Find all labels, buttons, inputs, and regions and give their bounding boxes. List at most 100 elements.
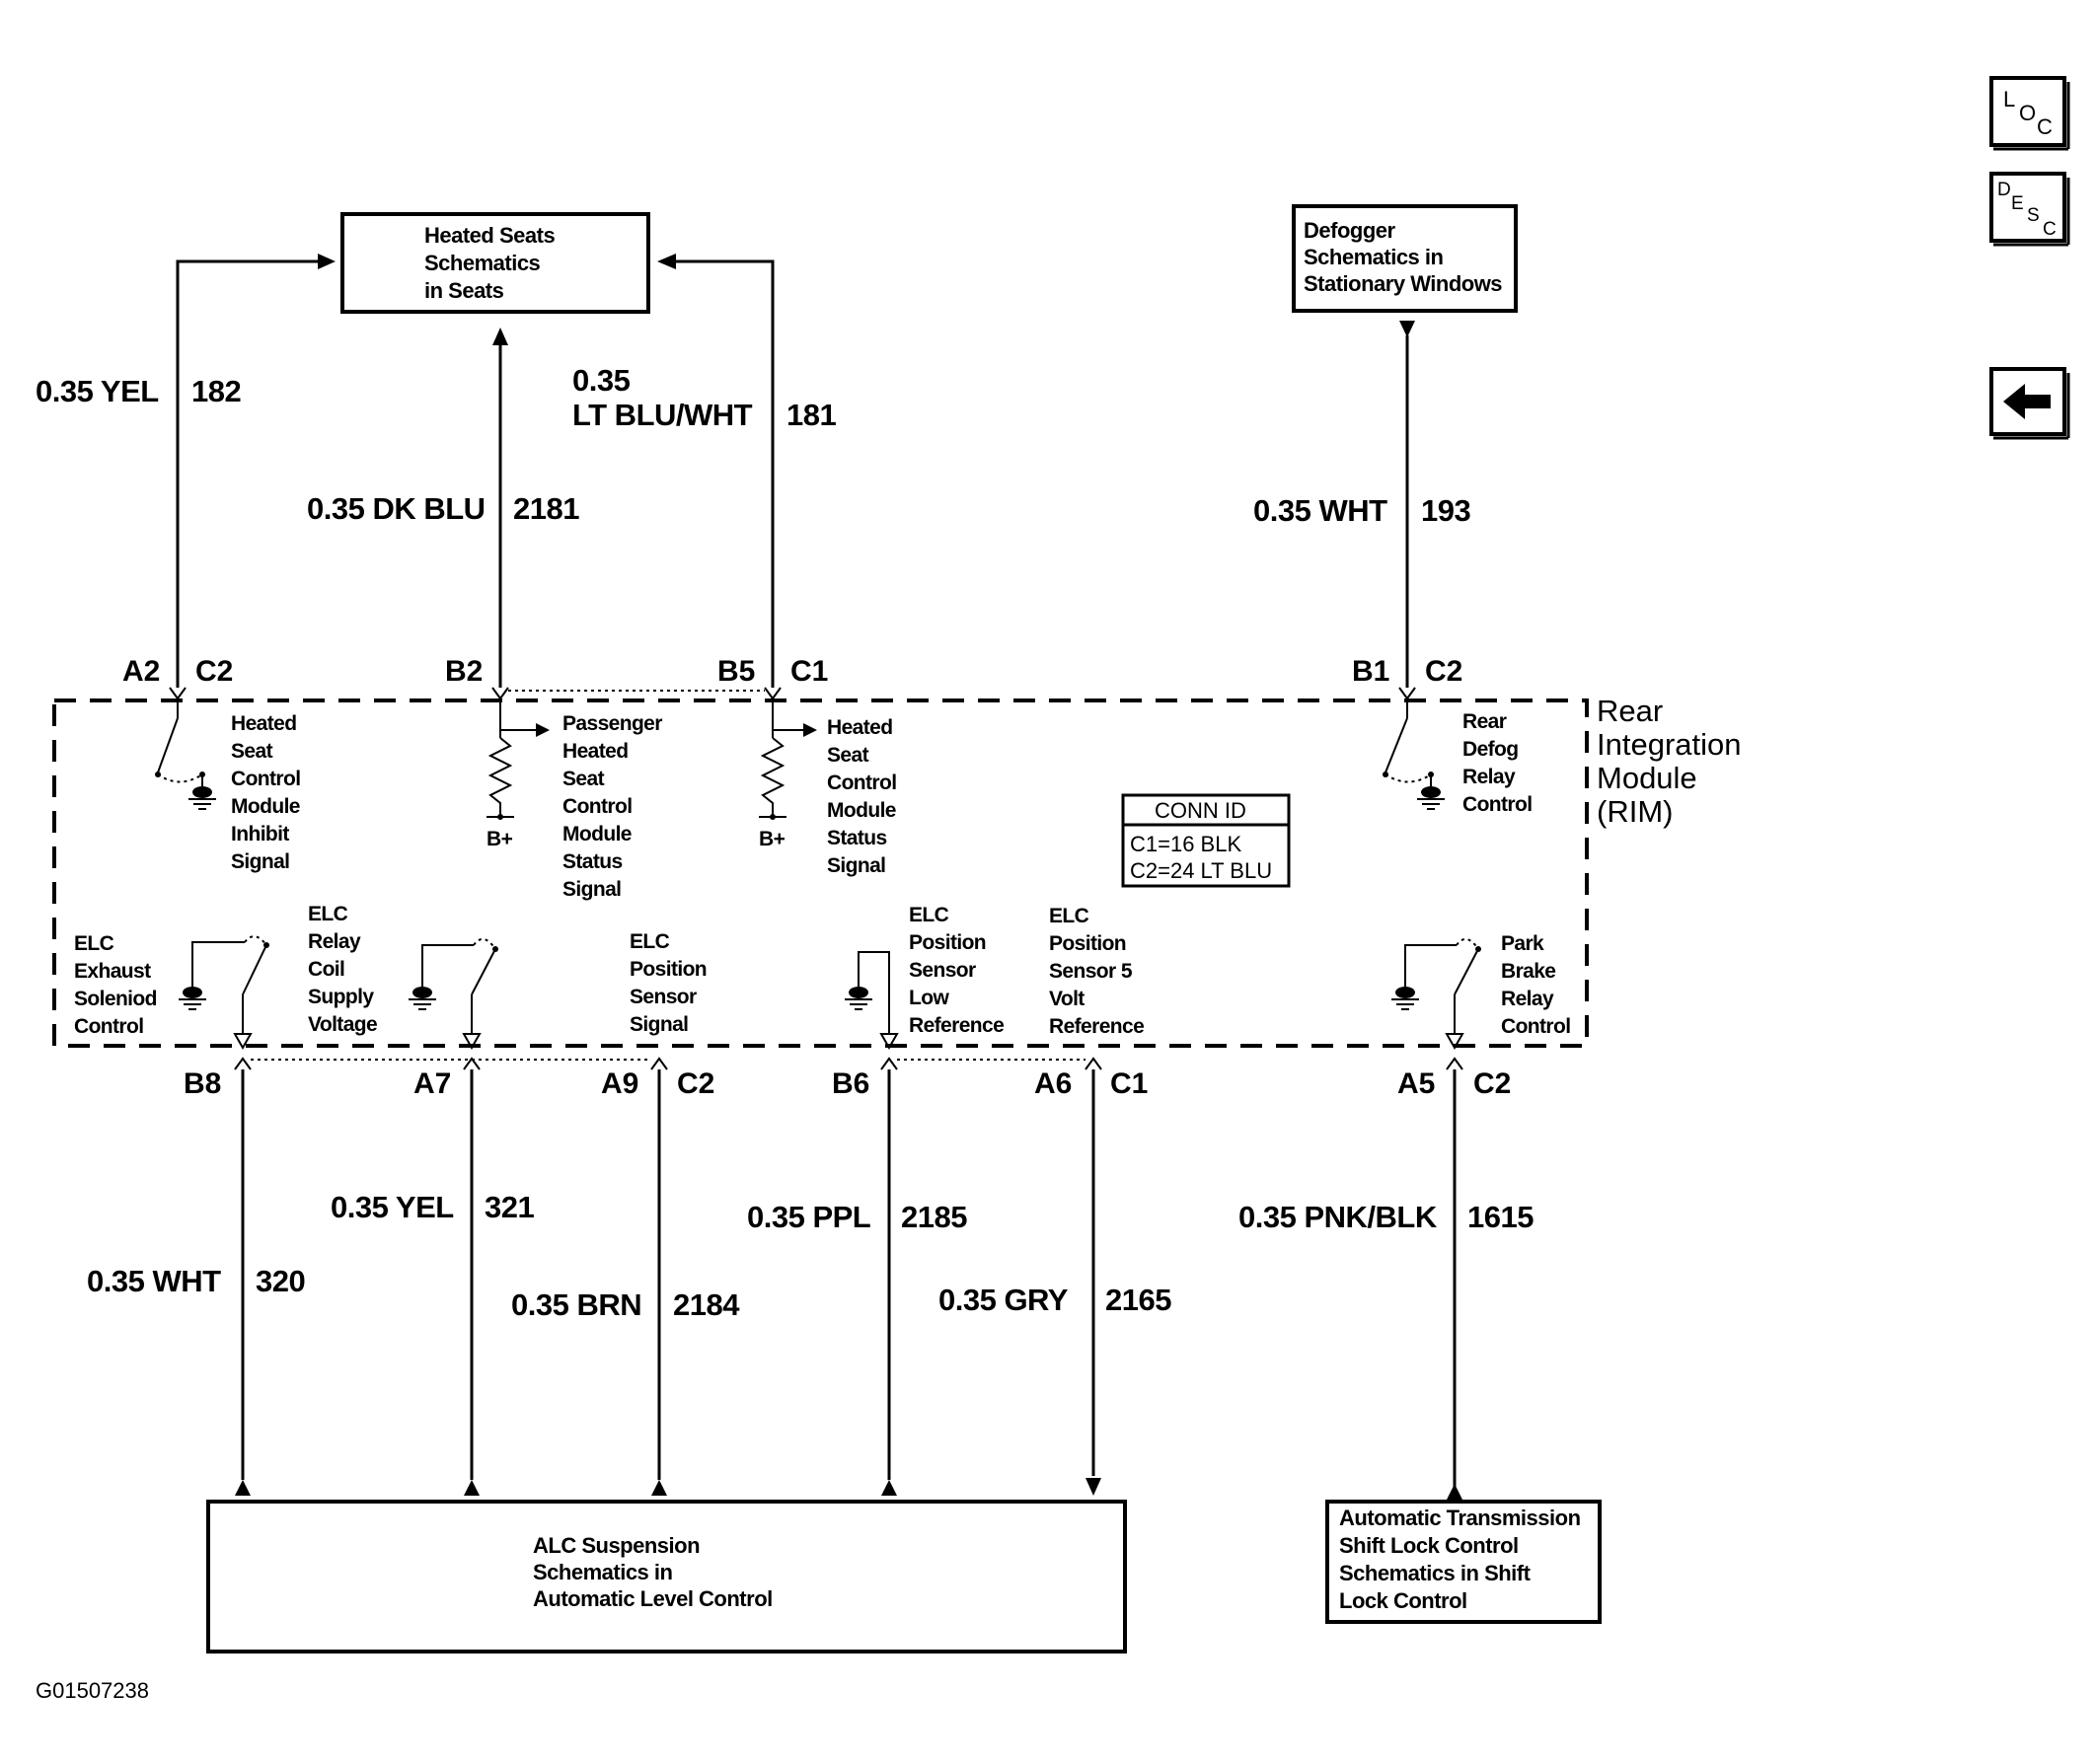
bottom-pin-labels: B8 A7 A9 C2 B6 A6 C1 A5 C2 [184, 1067, 1511, 1100]
loc-letter: L [2003, 87, 2015, 111]
func-line: ELC [909, 904, 949, 926]
desc-button[interactable]: D E S C [1989, 172, 2070, 247]
alc-suspension-schematics-box: ALC Suspension Schematics in Automatic L… [206, 1500, 1127, 1654]
func-line: Heated [827, 716, 892, 739]
pin-label: A9 [601, 1067, 638, 1100]
func-line: Heated [562, 740, 628, 763]
passenger-status-label: Passenger Heated Seat Control Module Sta… [562, 712, 663, 901]
box-line: Stationary Windows [1304, 271, 1502, 296]
wire-color-label: 0.35 YEL [331, 1190, 454, 1224]
wire-182: 0.35 YEL 182 [36, 254, 336, 688]
connector-label: C2 [1425, 655, 1462, 688]
func-line: Seat [562, 768, 605, 790]
func-line: Supply [308, 986, 374, 1008]
box-line: Shift Lock Control [1339, 1533, 1519, 1558]
loc-letter: C [2037, 114, 2053, 139]
func-line: Control [1462, 793, 1532, 816]
func-line: Sensor [630, 986, 697, 1008]
bottom-internal-arrows [233, 1033, 1464, 1051]
rear-defog-switch [1383, 700, 1446, 810]
elc-relay-label: ELC Relay Coil Supply Voltage [308, 903, 378, 1036]
desc-letter: C [2043, 219, 2057, 240]
box-line: Heated Seats [424, 223, 555, 248]
func-line: Module [231, 795, 300, 818]
pin-label: B8 [184, 1067, 221, 1100]
wire-1615: 0.35 PNK/BLK 1615 [1238, 1069, 1535, 1500]
wire-2165: 0.35 GRY 2165 [938, 1069, 1172, 1496]
elc-relay-switch [408, 938, 498, 1033]
box-line: Automatic Transmission [1339, 1506, 1581, 1530]
func-line: Volt [1049, 988, 1085, 1010]
elc-position-signal-label: ELC Position Sensor Signal [630, 930, 708, 1036]
module-name-line: Module [1597, 761, 1697, 795]
func-line: ELC [1049, 905, 1089, 927]
func-line: Exhaust [74, 960, 151, 983]
func-line: Signal [630, 1013, 688, 1036]
func-line: Status [562, 850, 623, 873]
module-name-line: Rear [1597, 694, 1663, 728]
box-line: Schematics in Shift [1339, 1561, 1532, 1585]
func-line: Seat [231, 740, 273, 763]
box-line: Schematics in [1304, 245, 1444, 269]
func-line: Rear [1462, 710, 1507, 733]
back-button[interactable] [1989, 367, 2070, 440]
desc-letter: D [1997, 180, 2011, 200]
func-line: Signal [827, 854, 885, 877]
wire-color-label: 0.35 DK BLU [307, 491, 486, 526]
wire-2184: 0.35 BRN 2184 [511, 1069, 741, 1496]
func-line: Position [630, 958, 707, 981]
wire-color-label: 0.35 WHT [1253, 493, 1387, 528]
box-line: Schematics [424, 251, 541, 275]
wire-321: 0.35 YEL 321 [331, 1069, 535, 1496]
func-line: Status [827, 827, 887, 849]
connector-label: C1 [1110, 1067, 1148, 1100]
func-line: ELC [74, 932, 114, 955]
func-line: Control [827, 772, 896, 794]
func-line: Relay [1462, 766, 1516, 788]
box-line: Defogger [1304, 218, 1396, 243]
func-line: Signal [562, 878, 621, 901]
wire-181: 0.35 LT BLU/WHT 181 [572, 254, 837, 688]
func-line: Seat [827, 744, 869, 767]
box-line: Schematics in [533, 1560, 673, 1584]
left-arrow-icon [2003, 384, 2051, 419]
heated-seats-schematics-box: Heated Seats Schematics in Seats [340, 212, 650, 314]
wire-320: 0.35 WHT 320 [87, 1069, 306, 1496]
pin-label: A2 [122, 655, 160, 688]
seat-status-label: Heated Seat Control Module Status Signal [827, 716, 897, 877]
wire-2185: 0.35 PPL 2185 [747, 1069, 968, 1496]
func-line: Reference [909, 1014, 1004, 1037]
func-line: Soleniod [74, 988, 157, 1010]
transmission-shift-lock-box: Automatic Transmission Shift Lock Contro… [1325, 1500, 1602, 1624]
wire-circuit-label: 181 [786, 398, 836, 432]
wire-circuit-label: 2184 [673, 1287, 740, 1322]
wire-circuit-label: 2185 [901, 1200, 967, 1234]
loc-button[interactable]: L O C [1989, 76, 2070, 151]
func-line: Position [909, 931, 986, 954]
func-line: Voltage [308, 1013, 377, 1036]
desc-letter: E [2011, 193, 2024, 214]
wire-circuit-label: 2181 [513, 491, 579, 526]
desc-letter: S [2027, 205, 2040, 226]
passenger-status-resistor: B+ [487, 700, 550, 850]
module-name-line: Integration [1597, 727, 1742, 762]
wire-color-label: 0.35 YEL [36, 374, 159, 408]
box-line: Automatic Level Control [533, 1586, 773, 1611]
func-line: Control [74, 1015, 143, 1038]
box-line: in Seats [424, 278, 504, 303]
bplus-label: B+ [487, 828, 513, 850]
func-line: Park [1501, 932, 1544, 955]
conn-id-c1: C1=16 BLK [1130, 832, 1241, 856]
wire-circuit-label: 320 [256, 1264, 305, 1298]
wire-color-label: 0.35 PPL [747, 1200, 870, 1234]
conn-id-table: CONN ID C1=16 BLK C2=24 LT BLU [1121, 793, 1291, 888]
func-line: Inhibit [231, 823, 289, 845]
func-line: Relay [1501, 988, 1554, 1010]
pin-label: A7 [413, 1067, 451, 1100]
connector-label: C2 [1473, 1067, 1511, 1100]
func-line: Module [562, 823, 632, 845]
wire-color-label: 0.35 [572, 363, 631, 398]
func-line: Position [1049, 932, 1126, 955]
elc-5v-reference-label: ELC Position Sensor 5 Volt Reference [1049, 905, 1145, 1038]
